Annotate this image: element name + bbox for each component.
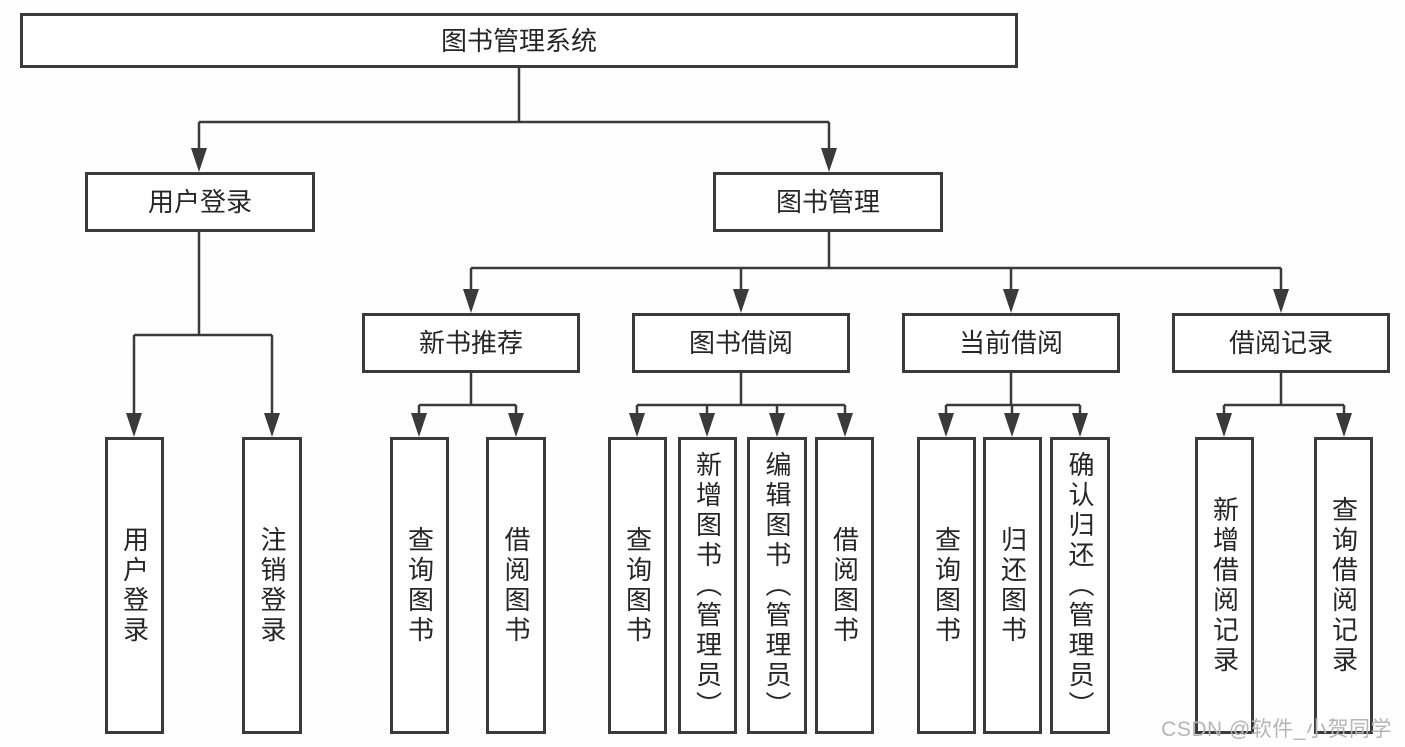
leaf-logout-label: 注销登录	[257, 525, 287, 646]
arrowheads	[126, 148, 1352, 437]
leaf-nbr-query-books-label: 查询图书	[404, 525, 435, 646]
leaf-bb-query-books-label: 查询图书	[622, 525, 653, 646]
leaf-cb-return-books-label: 归还图书	[997, 525, 1028, 646]
node-book-management-label: 图书管理	[775, 187, 880, 217]
leaf-bb-query-books: 查询图书	[608, 437, 667, 734]
leaf-nbr-query-books: 查询图书	[390, 437, 449, 734]
node-new-book-recommend: 新书推荐	[362, 313, 580, 373]
node-book-borrow-label: 图书借阅	[688, 328, 793, 358]
node-user-login: 用户登录	[85, 172, 315, 232]
leaf-cb-query-books-label: 查询图书	[931, 525, 962, 646]
leaf-cb-confirm-return-admin-label: 确认归还（管理员）	[1065, 450, 1095, 721]
node-book-management: 图书管理	[713, 172, 943, 232]
node-current-borrow-label: 当前借阅	[958, 328, 1063, 358]
node-new-book-recommend-label: 新书推荐	[418, 328, 523, 358]
leaf-cb-return-books: 归还图书	[983, 437, 1042, 734]
leaf-bb-borrow-books: 借阅图书	[815, 437, 874, 734]
leaf-bb-add-books-admin-label: 新增图书（管理员）	[692, 450, 723, 721]
node-current-borrow: 当前借阅	[902, 313, 1120, 373]
node-borrow-records-label: 借阅记录	[1228, 328, 1333, 358]
leaf-nbr-borrow-books: 借阅图书	[486, 437, 546, 734]
node-book-borrow: 图书借阅	[632, 313, 850, 373]
leaf-user-login: 用户登录	[105, 437, 164, 734]
leaf-br-query-record: 查询借阅记录	[1314, 437, 1373, 734]
leaf-logout: 注销登录	[242, 437, 302, 734]
leaf-bb-add-books-admin: 新增图书（管理员）	[678, 437, 737, 734]
leaf-br-query-record-label: 查询借阅记录	[1328, 495, 1359, 676]
node-root-label: 图书管理系统	[440, 25, 597, 56]
leaf-user-login-label: 用户登录	[119, 525, 150, 646]
leaf-bb-edit-books-admin: 编辑图书（管理员）	[747, 437, 807, 734]
watermark: CSDN @软件_小贺同学	[1161, 718, 1392, 741]
node-user-login-label: 用户登录	[147, 187, 252, 217]
leaf-bb-edit-books-admin-label: 编辑图书（管理员）	[762, 450, 792, 721]
leaf-br-add-record-label: 新增借阅记录	[1209, 495, 1240, 676]
leaf-br-add-record: 新增借阅记录	[1195, 437, 1254, 734]
leaf-cb-confirm-return-admin: 确认归还（管理员）	[1050, 437, 1110, 734]
node-root: 图书管理系统	[20, 13, 1018, 68]
leaf-nbr-borrow-books-label: 借阅图书	[501, 525, 531, 646]
leaf-bb-borrow-books-label: 借阅图书	[829, 525, 860, 646]
leaf-cb-query-books: 查询图书	[917, 437, 976, 734]
node-borrow-records: 借阅记录	[1172, 313, 1390, 373]
